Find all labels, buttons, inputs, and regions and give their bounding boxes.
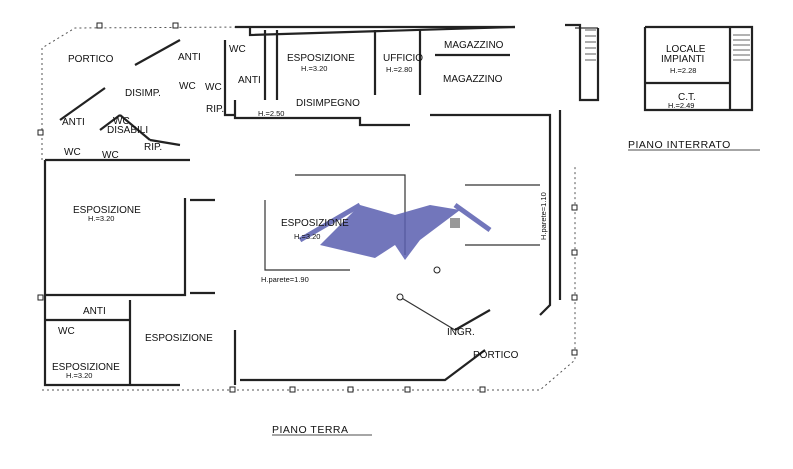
room-esposizione-left-height: H.=3.20	[88, 214, 114, 223]
wall-height-110: H.parete=1.10	[539, 192, 548, 240]
room-esposizione-small-height: H.=3.20	[66, 371, 92, 380]
room-esposizione-center: ESPOSIZIONE	[281, 218, 349, 229]
room-magazzino-small: MAGAZZINO	[444, 40, 504, 51]
room-wc-bottom: WC	[58, 326, 75, 337]
room-wc-disabili-2: DISABILI	[107, 125, 148, 136]
portico-perimeter	[41, 26, 576, 391]
room-esposizione-top: ESPOSIZIONE	[287, 53, 355, 64]
room-labels: PORTICO ANTI WC ANTI WC WC DISIMP. RIP. …	[52, 40, 548, 380]
watermark-logo	[298, 202, 492, 260]
room-ufficio-height: H.=2.80	[386, 65, 412, 74]
room-esposizione-small: ESPOSIZIONE	[52, 362, 120, 373]
room-portico-top: PORTICO	[68, 54, 114, 65]
room-esposizione-center-height: H.=3.20	[294, 232, 320, 241]
room-esposizione-bottom: ESPOSIZIONE	[145, 333, 213, 344]
room-wc-b: WC	[205, 82, 222, 93]
room-anti-bottom: ANTI	[83, 306, 106, 317]
room-disimpegno: DISIMPEGNO	[296, 98, 360, 109]
room-anti-mid: ANTI	[238, 75, 261, 86]
walls	[43, 23, 600, 387]
room-wc-a: WC	[179, 81, 196, 92]
room-rip-top: RIP.	[206, 104, 224, 115]
room-locale-impianti-1: LOCALE	[666, 44, 706, 55]
room-esposizione-left: ESPOSIZIONE	[73, 205, 141, 216]
title-piano-terra: PIANO TERRA	[272, 424, 349, 436]
room-wc-disabili-1: WC	[113, 116, 130, 127]
room-anti-top: ANTI	[178, 52, 201, 63]
room-esposizione-top-height: H.=3.20	[301, 64, 327, 73]
room-portico-bottom: PORTICO	[473, 350, 519, 361]
room-wc-left-2: WC	[102, 150, 119, 161]
room-wc-left-1: WC	[64, 147, 81, 158]
basement-plan: LOCALE IMPIANTI H.=2.28 C.T. H.=2.49	[585, 25, 754, 112]
room-disimpegno-height: H.=2.50	[258, 109, 284, 118]
room-anti-left: ANTI	[62, 117, 85, 128]
room-ct-height: H.=2.49	[668, 101, 694, 110]
room-rip-left: RIP.	[144, 142, 162, 153]
room-ct: C.T.	[678, 92, 696, 103]
title-piano-interrato: PIANO INTERRATO	[628, 139, 731, 151]
room-locale-impianti-2: IMPIANTI	[661, 54, 704, 65]
room-ingresso: INGR.	[447, 327, 475, 338]
room-locale-impianti-height: H.=2.28	[670, 66, 696, 75]
room-ufficio: UFFICIO	[383, 53, 423, 64]
room-magazzino-large: MAGAZZINO	[443, 74, 503, 85]
room-wc-top: WC	[229, 44, 246, 55]
wall-height-190: H.parete=1.90	[261, 275, 309, 284]
room-disimp: DISIMP.	[125, 88, 161, 99]
columns	[37, 22, 578, 393]
